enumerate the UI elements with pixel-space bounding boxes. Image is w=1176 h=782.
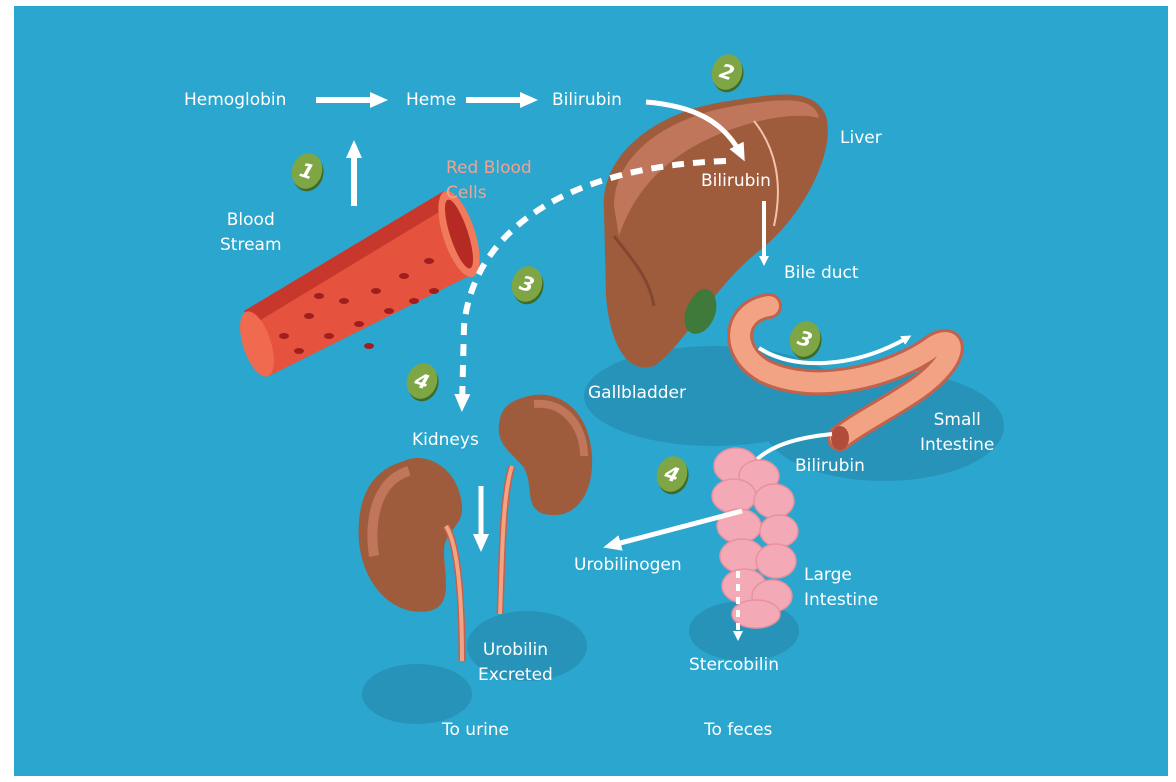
label-to-urine: To urine — [442, 718, 509, 743]
label-heme: Heme — [406, 88, 456, 113]
shadow-urine — [362, 664, 472, 724]
large-intestine-icon — [712, 448, 798, 628]
label-urobilin-excreted: Urobilin Excreted — [478, 638, 553, 688]
label-small-intestine: Small Intestine — [920, 408, 994, 458]
label-bilirubin-liver: Bilirubin — [701, 169, 771, 194]
label-liver: Liver — [840, 126, 882, 151]
label-urobilinogen: Urobilinogen — [574, 553, 682, 578]
label-large-intestine: Large Intestine — [804, 563, 878, 613]
label-gallbladder: Gallbladder — [588, 381, 686, 406]
label-blood-stream: Blood Stream — [220, 208, 282, 258]
label-bile-duct: Bile duct — [784, 261, 859, 286]
label-bilirubin-intestine: Bilirubin — [795, 454, 865, 479]
label-to-feces: To feces — [704, 718, 772, 743]
bilirubin-metabolism-diagram: 1 2 3 3 4 4 Hemoglobin Heme Bilirubin Li… — [14, 6, 1168, 776]
label-kidneys: Kidneys — [412, 428, 479, 453]
label-red-blood-cells: Red Blood Cells — [446, 156, 532, 206]
label-bilirubin-top: Bilirubin — [552, 88, 622, 113]
label-stercobilin: Stercobilin — [689, 653, 779, 678]
label-hemoglobin: Hemoglobin — [184, 88, 286, 113]
